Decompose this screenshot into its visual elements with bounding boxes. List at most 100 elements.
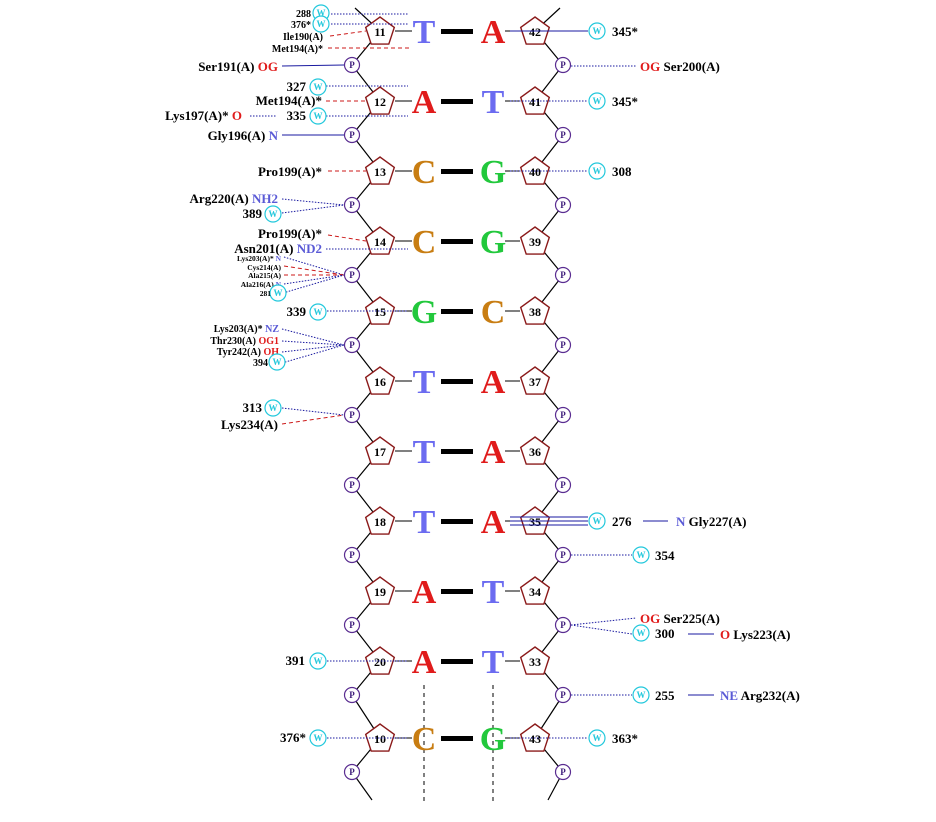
label-segment: Gly227(A): [685, 514, 746, 529]
label-segment: OG: [258, 59, 278, 74]
interaction-line: [283, 274, 345, 285]
base-letter-left: C: [412, 224, 437, 261]
residue-label: Lys203(A)* N: [237, 254, 282, 263]
water-id-label: 300: [655, 626, 675, 641]
interaction-line: [281, 204, 345, 214]
label-segment: 327: [287, 79, 307, 94]
phosphate-label: P: [560, 200, 566, 210]
sugar-pentagon: [519, 576, 551, 605]
nucleotide-number: 15: [374, 305, 386, 319]
water-label: W: [593, 516, 602, 526]
water-circle: [632, 624, 650, 642]
phosphate-circle: [554, 406, 572, 424]
base-letter-left: A: [412, 644, 437, 681]
base-letter-right: T: [482, 574, 505, 611]
residue-label: Met194(A)*: [272, 44, 323, 55]
nucleotide-number: 40: [529, 165, 541, 179]
phosphate-circle: [554, 56, 572, 74]
residue-label: Met194(A)*: [256, 93, 322, 108]
residue-label: OG Ser200(A): [640, 59, 720, 74]
interaction-line: [570, 624, 633, 635]
residue-label: Tyr242(A) OH: [217, 347, 280, 358]
phosphate-label: P: [349, 60, 355, 70]
phosphate-node: P: [554, 546, 572, 564]
water-id-label: 376*: [291, 20, 311, 31]
phosphate-label: P: [560, 620, 566, 630]
label-segment: O: [232, 108, 242, 123]
water-circle: [264, 399, 282, 417]
label-segment: Met194(A)*: [256, 93, 322, 108]
phosphate-node: P: [554, 616, 572, 634]
base-pair-bond: [441, 519, 473, 524]
water-id-label: 394: [253, 358, 268, 369]
water-id-label: 255: [655, 688, 675, 703]
phosphate-label: P: [560, 550, 566, 560]
phosphate-circle: [554, 336, 572, 354]
base-letter-right: A: [481, 364, 506, 401]
phosphate-label: P: [349, 550, 355, 560]
water-id-label: 389: [243, 206, 263, 221]
water-icon: W: [632, 686, 650, 704]
residue-label: Ser191(A) OG: [198, 59, 278, 74]
water-icon: W: [588, 92, 606, 110]
nucleotide-number: 42: [529, 25, 541, 39]
phosphate-node: P: [343, 266, 361, 284]
base-letter-left: T: [413, 434, 436, 471]
phosphate-node: P: [554, 336, 572, 354]
base-letter-right: G: [480, 224, 506, 261]
label-segment: Pro199(A)*: [258, 226, 322, 241]
label-segment: Cys214(A): [247, 263, 281, 272]
backbone-right: [534, 7, 564, 801]
sugar-left: 15: [364, 296, 396, 325]
sugar-pentagon: [519, 366, 551, 395]
sugar-right: 37: [519, 366, 551, 395]
phosphate-circle: [554, 686, 572, 704]
label-segment: 345*: [612, 94, 638, 109]
label-segment: 288: [296, 9, 311, 20]
label-segment: 300: [655, 626, 675, 641]
base-letter-left: A: [412, 574, 437, 611]
base-letter-right: A: [481, 504, 506, 541]
nucleotide-number: 19: [374, 585, 386, 599]
water-id-label: 339: [287, 304, 307, 319]
sugar-pentagon: [364, 366, 396, 395]
nucleotide-number: 38: [529, 305, 541, 319]
phosphate-circle: [343, 56, 361, 74]
sugar-right: 41: [519, 86, 551, 115]
water-circle: [312, 15, 330, 33]
interaction-line: [327, 234, 367, 242]
sugar-right: 34: [519, 576, 551, 605]
interaction-line: [281, 414, 345, 425]
water-id-label: 288: [296, 9, 311, 20]
water-circle: [632, 686, 650, 704]
label-segment: NE: [720, 688, 738, 703]
sugar-left: 16: [364, 366, 396, 395]
label-segment: OG: [640, 611, 660, 626]
phosphate-label: P: [349, 620, 355, 630]
water-label: W: [314, 307, 323, 317]
water-icon: W: [309, 78, 327, 96]
water-label: W: [273, 357, 282, 367]
residue-label: Pro199(A)*: [258, 164, 322, 179]
phosphate-circle: [343, 616, 361, 634]
base-letter-right: C: [481, 294, 506, 331]
phosphate-label: P: [349, 200, 355, 210]
label-segment: 276: [612, 514, 632, 529]
label-segment: 376*: [280, 730, 306, 745]
phosphate-circle: [554, 616, 572, 634]
water-label: W: [593, 26, 602, 36]
nucleotide-number: 11: [374, 25, 385, 39]
interaction-line: [282, 274, 345, 294]
water-icon: W: [588, 512, 606, 530]
sugar-pentagon: [519, 296, 551, 325]
phosphate-node: P: [554, 763, 572, 781]
water-icon: W: [269, 284, 287, 302]
water-label: W: [317, 8, 326, 18]
water-circle: [268, 353, 286, 371]
interaction-line: [281, 198, 345, 206]
phosphate-node: P: [554, 476, 572, 494]
label-segment: Arg232(A): [738, 688, 800, 703]
phosphate-label: P: [560, 130, 566, 140]
base-pair-bond: [441, 29, 473, 34]
